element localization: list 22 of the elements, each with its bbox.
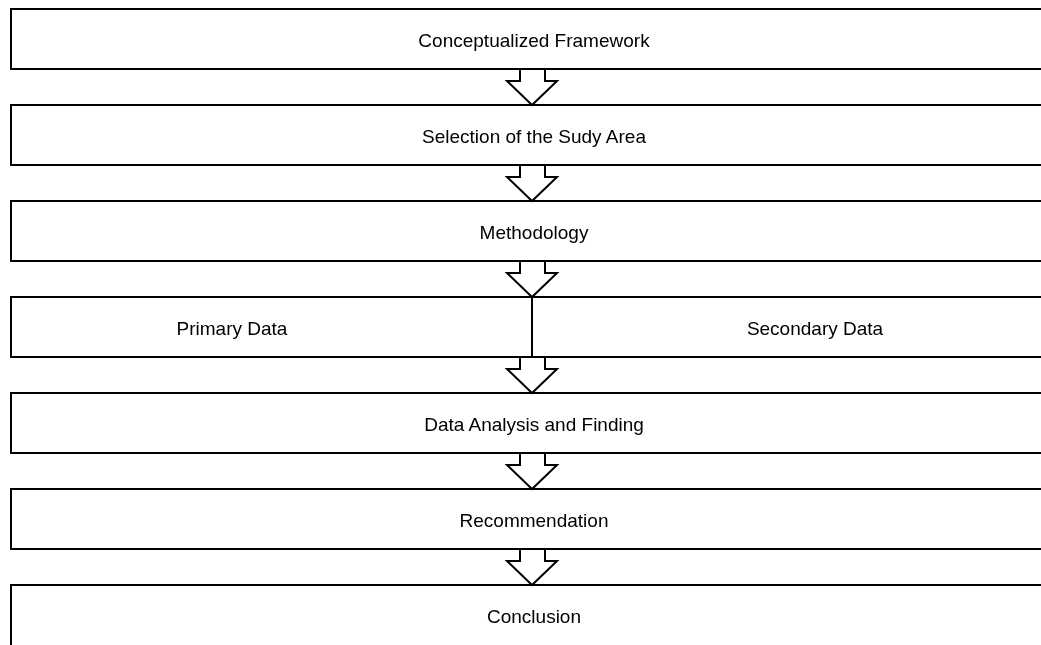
- block-arrow: [504, 548, 560, 587]
- box-label: Selection of the Sudy Area: [422, 126, 646, 148]
- process-box: [10, 104, 1041, 166]
- box-label: Conceptualized Framework: [418, 30, 650, 52]
- block-arrow: [504, 356, 560, 395]
- box-label: Conclusion: [487, 606, 581, 628]
- process-box: [10, 200, 1041, 262]
- box-label: Recommendation: [459, 510, 609, 532]
- process-box: [10, 584, 1041, 645]
- box-label: Primary Data: [176, 318, 288, 340]
- block-arrow: [504, 68, 560, 107]
- process-box: [10, 8, 1041, 70]
- block-arrow: [504, 260, 560, 299]
- process-box: [10, 296, 533, 358]
- box-label: Methodology: [479, 222, 589, 244]
- process-box: [531, 296, 1041, 358]
- box-label: Data Analysis and Finding: [424, 414, 644, 436]
- block-arrow: [504, 452, 560, 491]
- process-box: [10, 392, 1041, 454]
- box-label: Secondary Data: [746, 318, 884, 340]
- process-box: [10, 488, 1041, 550]
- block-arrow: [504, 164, 560, 203]
